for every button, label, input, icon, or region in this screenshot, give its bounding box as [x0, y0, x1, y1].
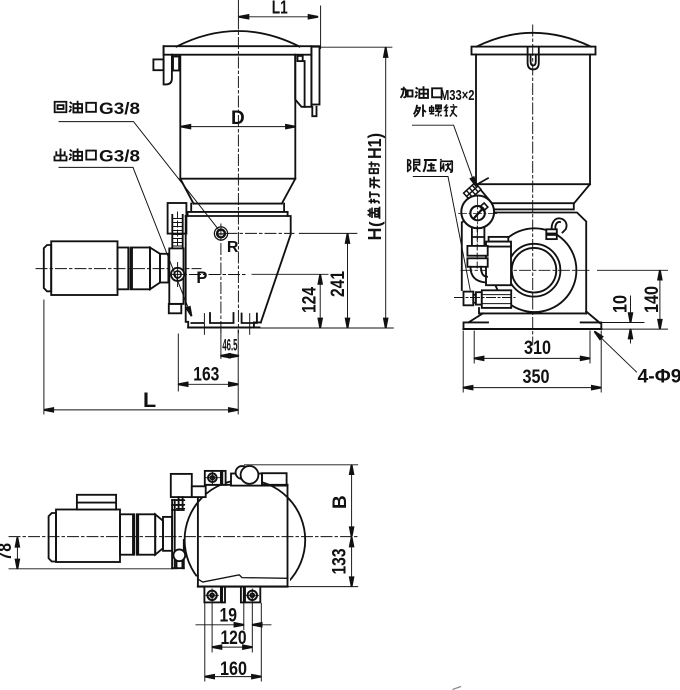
svg-text:G3/8: G3/8: [99, 147, 140, 165]
svg-text:10: 10: [611, 295, 632, 313]
svg-text:(: (: [366, 221, 385, 227]
svg-text:133: 133: [330, 549, 351, 575]
svg-text:G3/8: G3/8: [99, 100, 140, 118]
svg-text:4-Φ9: 4-Φ9: [638, 367, 680, 388]
svg-text:L1: L1: [272, 0, 288, 18]
svg-text:M33×2: M33×2: [440, 87, 475, 104]
svg-text:160: 160: [220, 659, 247, 680]
svg-text:120: 120: [221, 628, 247, 649]
svg-text:241: 241: [328, 271, 349, 297]
svg-text:78: 78: [0, 543, 16, 561]
svg-text:H1): H1): [365, 133, 385, 159]
svg-text:H: H: [365, 228, 385, 241]
svg-text:D: D: [231, 108, 245, 129]
svg-text:B: B: [330, 495, 351, 509]
svg-text:140: 140: [642, 286, 663, 313]
svg-text:R: R: [227, 239, 239, 256]
svg-text:19: 19: [220, 605, 238, 626]
svg-text:P: P: [196, 269, 207, 287]
svg-text:310: 310: [524, 338, 551, 359]
svg-text:350: 350: [523, 367, 550, 388]
svg-text:163: 163: [193, 365, 219, 386]
svg-text:124: 124: [300, 287, 321, 313]
svg-text:L: L: [143, 388, 156, 412]
svg-text:46.5: 46.5: [222, 336, 237, 354]
